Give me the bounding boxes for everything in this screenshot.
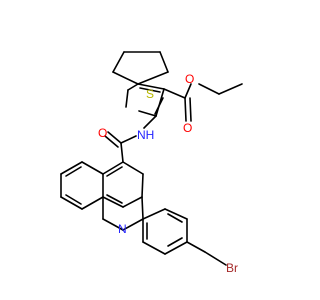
bond <box>163 88 186 99</box>
bond <box>139 87 161 93</box>
bond <box>159 51 169 73</box>
quinoline-nitrogen-label: N <box>118 222 127 236</box>
bond <box>167 213 183 223</box>
bond <box>141 196 144 220</box>
bond <box>102 196 124 208</box>
sulfur-atom-label: S <box>146 87 154 101</box>
bond <box>184 97 187 122</box>
bond <box>122 218 144 231</box>
bond <box>127 83 139 91</box>
bond <box>112 71 139 85</box>
bond <box>138 110 157 117</box>
bond <box>137 71 169 85</box>
bromine-atom-label: Br <box>226 261 238 275</box>
bond <box>60 161 83 175</box>
amide-nitrogen-label: NH <box>137 128 154 142</box>
bond <box>204 251 227 266</box>
bond <box>164 241 188 255</box>
bond <box>167 237 183 247</box>
bond <box>164 208 188 220</box>
bond <box>154 97 164 115</box>
bond <box>186 241 206 253</box>
bond <box>102 161 124 175</box>
bond <box>125 89 129 108</box>
bond <box>184 83 192 99</box>
bond <box>218 83 243 95</box>
bond <box>107 131 122 144</box>
bond <box>60 196 83 210</box>
chemical-structure-diagram: S O O O NH N Br <box>0 0 300 300</box>
bond <box>104 135 119 148</box>
bond <box>81 161 104 175</box>
bond <box>141 173 144 198</box>
bond <box>142 241 166 255</box>
bond <box>65 166 82 177</box>
bond <box>122 196 143 208</box>
bond <box>65 194 82 205</box>
diagram-background <box>0 0 300 300</box>
bond <box>81 196 104 210</box>
bond <box>106 166 123 177</box>
carbonyl-oxygen-label: O <box>183 121 192 135</box>
bond <box>106 194 123 204</box>
bond <box>189 97 192 122</box>
bond <box>102 218 124 231</box>
bond <box>120 135 137 144</box>
bond <box>137 83 165 90</box>
bond <box>120 142 124 163</box>
amide-oxygen-label: O <box>98 126 107 140</box>
bond <box>122 161 144 175</box>
bond <box>112 51 125 73</box>
bond <box>198 83 220 95</box>
ester-oxygen-label: O <box>185 72 194 86</box>
bond <box>143 115 157 129</box>
bond <box>142 208 166 220</box>
